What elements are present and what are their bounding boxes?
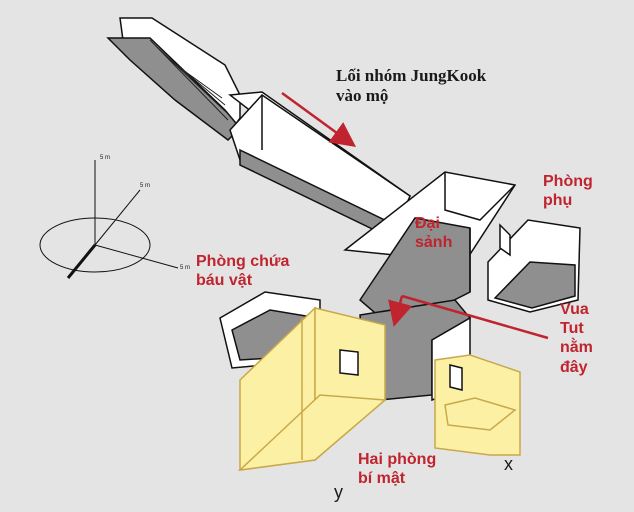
entrance-arrow: [281, 91, 357, 147]
king-label: Vua Tut nằm đây: [560, 301, 593, 376]
axis-x-label: x: [504, 454, 513, 474]
scale-label-diag: 5 m: [140, 183, 151, 189]
king-arrow-head: [388, 295, 413, 327]
treasury-label: Phòng chứa báu vật: [196, 253, 290, 290]
hall-label: Đại sảnh: [415, 215, 453, 252]
entrance-label: Lối nhóm JungKook vào mộ: [336, 66, 487, 106]
axis-y-label: y: [334, 482, 343, 502]
stairs: [106, 17, 242, 141]
secret-room-right: [434, 354, 521, 456]
secret-label: Hai phòng bí mật: [358, 451, 437, 488]
king-arrow-outer: [401, 294, 549, 340]
secret-room-left: [237, 306, 387, 472]
corridor: [228, 91, 412, 242]
annex: [487, 219, 581, 313]
scale-gizmo: [39, 160, 179, 279]
red-arrows: [281, 91, 549, 340]
scale-label-up: 5 m: [100, 155, 111, 161]
scale-label-side: 5 m: [180, 265, 191, 271]
annex-label: Phòng phụ: [543, 173, 593, 210]
